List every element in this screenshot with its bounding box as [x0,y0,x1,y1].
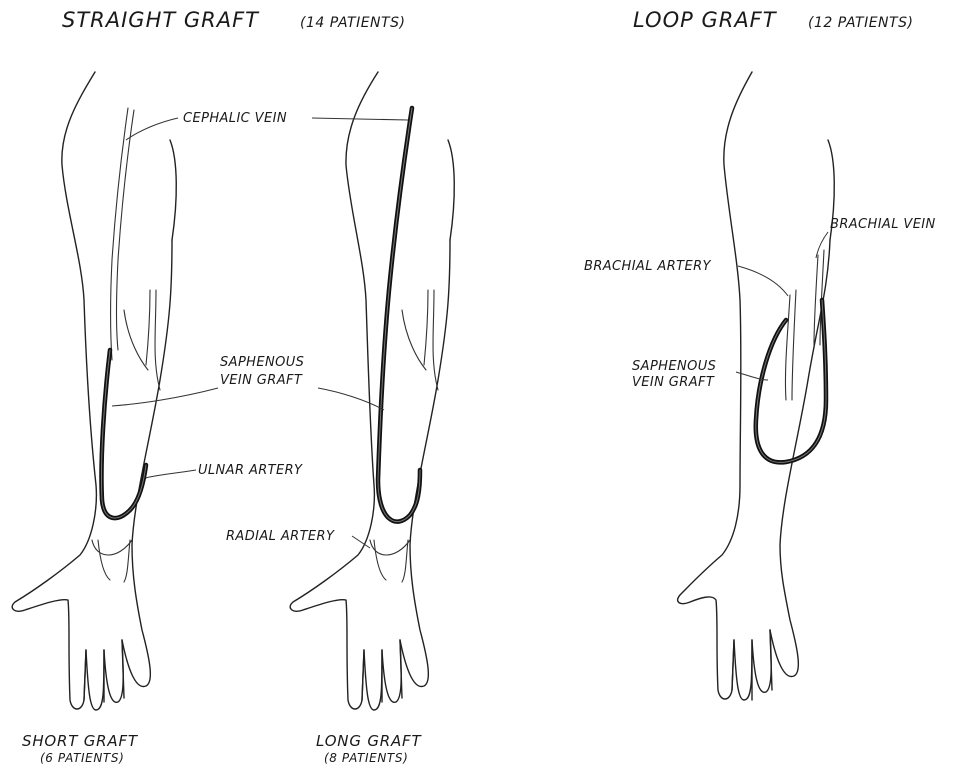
saphenous-graft-loop [756,300,826,462]
radial-artery-distal [374,540,408,582]
finger-lines [84,640,124,702]
label-brachial-artery: BRACHIAL ARTERY [584,259,712,274]
leader-saphenous-1 [112,388,218,406]
leader-cephalic-1 [126,118,178,140]
finger-lines [362,640,402,702]
leader-brachial-artery [738,266,788,296]
label-brachial-vein: BRACHIAL VEIN [830,217,936,232]
loop-graft-heading: LOOP GRAFT (12 PATIENTS) [633,8,913,32]
caption-long-title: LONG GRAFT [316,732,422,750]
leader-brachial-vein [816,232,828,258]
arm-outline-shoulder [170,140,176,240]
label-saphenous-1: SAPHENOUS [220,355,304,370]
label-loop-saphenous-2: VEIN GRAFT [632,375,715,390]
arm-short-graft [12,72,176,710]
arm-outline [290,72,450,710]
straight-graft-count: (14 PATIENTS) [300,15,405,31]
label-radial-artery: RADIAL ARTERY [226,529,335,544]
loop-graft-count: (12 PATIENTS) [808,15,913,31]
brachial-branches [402,290,438,390]
arm-outline [12,72,172,710]
caption-long-graft: LONG GRAFT (8 PATIENTS) [316,732,422,765]
caption-short-graft: SHORT GRAFT (6 PATIENTS) [22,732,139,765]
saphenous-graft-long [378,108,420,522]
leader-cephalic-2 [312,118,408,120]
caption-long-count: (8 PATIENTS) [324,751,408,765]
loop-graft-title: LOOP GRAFT [633,8,778,32]
straight-graft-title: STRAIGHT GRAFT [62,8,260,32]
brachial-branches [124,290,160,390]
ulnar-artery-distal [98,540,130,582]
label-ulnar-artery: ULNAR ARTERY [198,463,303,478]
leader-lines [112,118,828,548]
label-loop-saphenous-1: SAPHENOUS [632,359,716,374]
leader-ulnar [146,470,196,478]
straight-graft-heading: STRAIGHT GRAFT (14 PATIENTS) [62,8,405,32]
label-cephalic-vein: CEPHALIC VEIN [183,111,287,126]
saphenous-graft-loop-core [756,300,826,462]
leader-saphenous-2 [318,388,384,410]
cephalic-vein-edge [117,110,135,350]
saphenous-graft-long-core [378,108,420,522]
caption-short-title: SHORT GRAFT [22,732,139,750]
brachial-artery [785,290,796,400]
arm-outline-shoulder [448,140,454,240]
cephalic-vein [111,108,129,360]
caption-short-count: (6 PATIENTS) [40,751,124,765]
arm-long-graft [290,72,454,710]
label-saphenous-2: VEIN GRAFT [220,373,303,388]
